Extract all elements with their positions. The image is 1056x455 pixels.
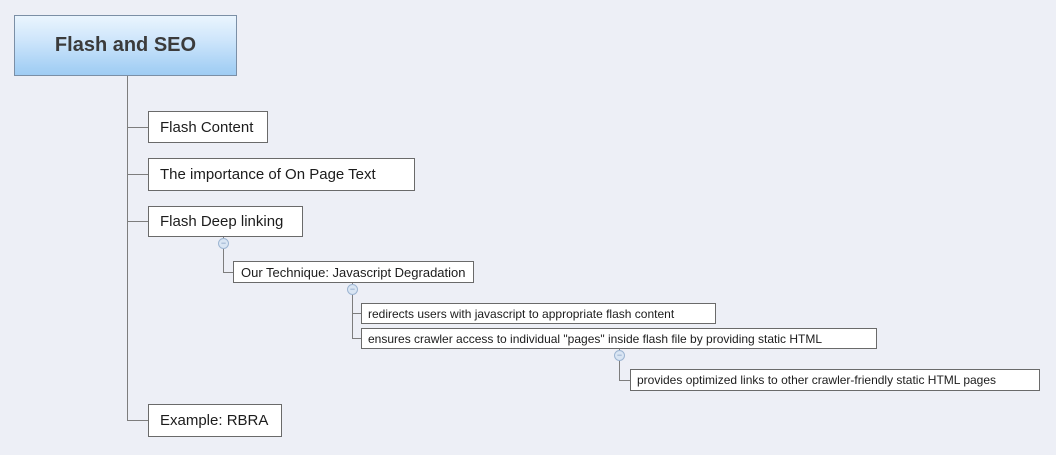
connector-on-page-text bbox=[127, 174, 148, 175]
connector-redirects bbox=[352, 313, 361, 314]
node-example[interactable]: Example: RBRA bbox=[148, 404, 282, 437]
connector-technique-branch bbox=[352, 283, 353, 338]
connector-flash-content bbox=[127, 127, 148, 128]
connector-deep-linking-branch bbox=[223, 237, 224, 272]
collapse-icon-deep-linking[interactable]: − bbox=[218, 238, 229, 249]
connector-deep-linking bbox=[127, 221, 148, 222]
node-on-page-text[interactable]: The importance of On Page Text bbox=[148, 158, 415, 191]
node-deep-linking[interactable]: Flash Deep linking bbox=[148, 206, 303, 237]
node-ensures[interactable]: ensures crawler access to individual "pa… bbox=[361, 328, 877, 349]
connector-root-trunk bbox=[127, 75, 128, 420]
connector-example bbox=[127, 420, 148, 421]
collapse-icon-technique[interactable]: − bbox=[347, 284, 358, 295]
node-root[interactable]: Flash and SEO bbox=[14, 15, 237, 76]
connector-provides bbox=[619, 380, 630, 381]
node-provides[interactable]: provides optimized links to other crawle… bbox=[630, 369, 1040, 391]
connector-technique bbox=[223, 272, 233, 273]
node-technique[interactable]: Our Technique: Javascript Degradation bbox=[233, 261, 474, 283]
connector-ensures bbox=[352, 338, 361, 339]
collapse-icon-ensures[interactable]: − bbox=[614, 350, 625, 361]
node-flash-content[interactable]: Flash Content bbox=[148, 111, 268, 143]
connector-ensures-branch bbox=[619, 349, 620, 380]
node-redirects[interactable]: redirects users with javascript to appro… bbox=[361, 303, 716, 324]
